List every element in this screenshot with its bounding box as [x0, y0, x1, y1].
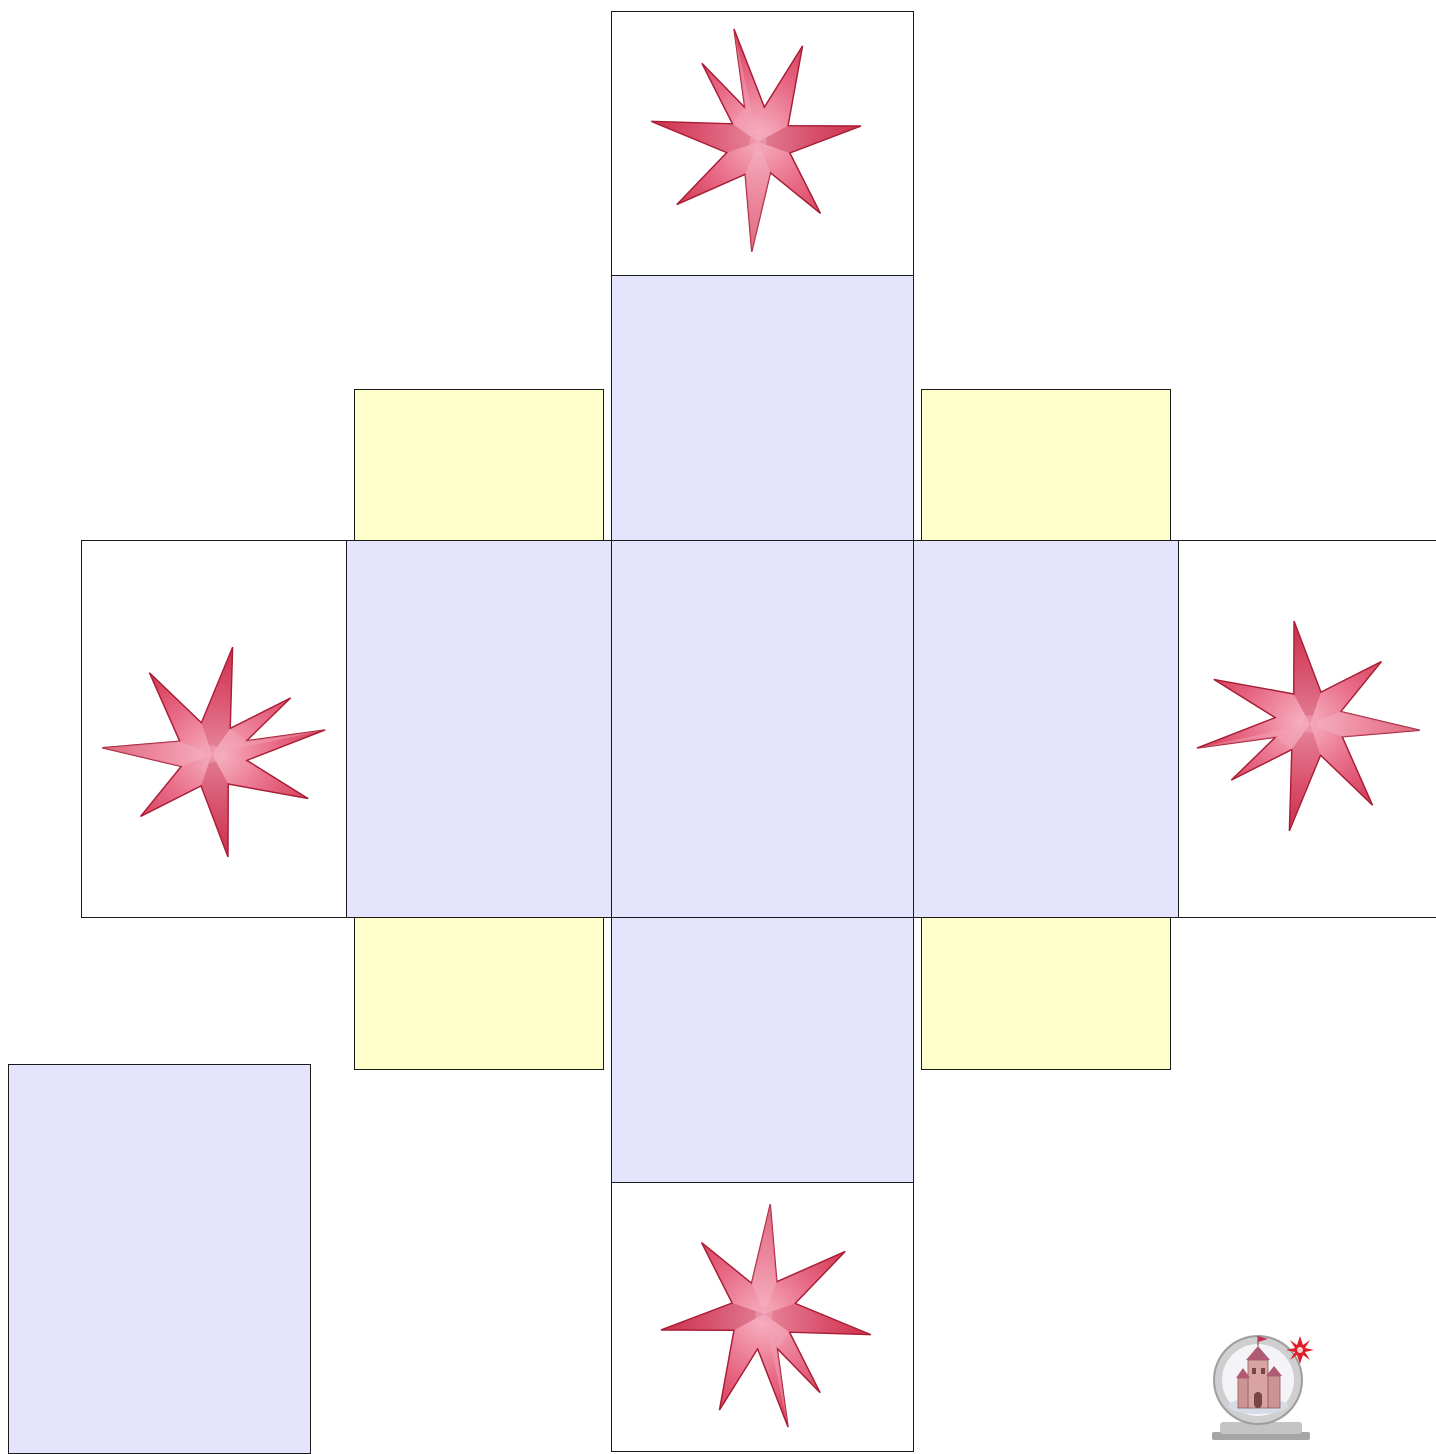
star-icon-right — [1190, 618, 1430, 830]
separate-lid-panel — [8, 1064, 311, 1454]
left-side-panel — [346, 540, 612, 918]
upper-left-glue-flap — [354, 389, 604, 541]
lower-left-glue-flap — [354, 917, 604, 1070]
star-icon-top — [652, 22, 864, 262]
star-icon-left — [92, 648, 332, 860]
lower-right-glue-flap — [921, 917, 1171, 1070]
castle-snow-globe-logo-icon — [1206, 1326, 1316, 1440]
top-side-panel — [611, 275, 914, 541]
center-base-panel — [611, 540, 914, 918]
bottom-side-panel — [611, 917, 914, 1183]
right-side-panel — [913, 540, 1179, 918]
star-icon-bottom — [658, 1194, 870, 1434]
upper-right-glue-flap — [921, 389, 1171, 541]
